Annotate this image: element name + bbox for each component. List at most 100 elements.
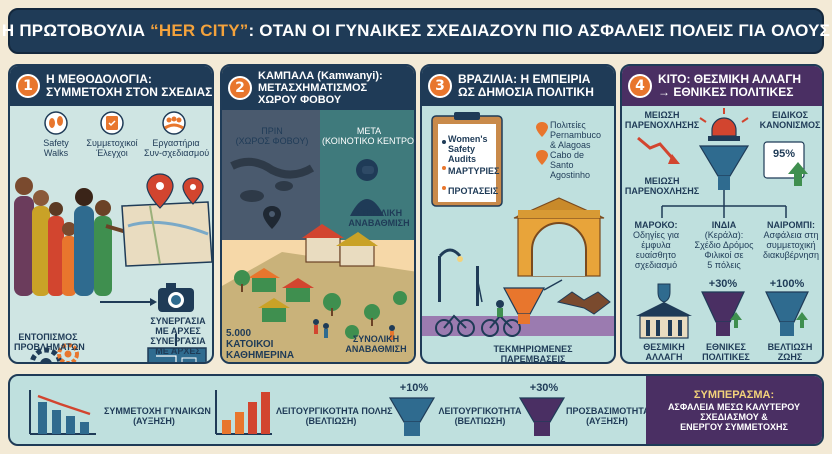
- panel-title: ΚΙΤΟ: ΘΕΣΜΙΚΗ ΑΛΛΑΓΗ → ΕΘΝΙΚΕΣ ΠΟΛΙΤΙΚΕΣ: [658, 73, 801, 99]
- conclusion-title: ΣΥΜΠΕΡΑΣΜΑ:: [693, 388, 775, 401]
- conclusion-line: ΑΣΦΑΛΕΙΑ ΜΕΣΩ ΚΑΛΥΤΕΡΟΥ: [667, 401, 801, 412]
- panel-title: ΚΑΜΠΑΛΑ (Kamwanyi): ΜΕΤΑΣΧΗΜΑΤΙΣΜΟΣ ΧΩΡΟ…: [258, 70, 383, 106]
- panel-title: Η ΜΕΘΟΔΟΛΟΓΙΑ: ΣΥΜΜΕΤΟΧΗ ΣΤΟΝ ΣΧΕΔΙΑΣΜΟ: [46, 72, 214, 99]
- metric-city-functionality: ΛΕΙΤΟΥΡΓΙΚΟΤΗΤΑ ΠΟΛΗΣ(ΒΕΛΤΙΩΣΗ): [276, 406, 393, 426]
- trend-down-icon: [637, 136, 680, 164]
- percent-plus-30: +30%: [708, 278, 738, 290]
- panel-number-badge: 1: [16, 74, 40, 98]
- trees-icon: [234, 270, 407, 339]
- bar-chart-up-icon: [215, 390, 272, 435]
- panel-header: 2 ΚΑΜΠΑΛΑ (Kamwanyi): ΜΕΤΑΣΧΗΜΑΤΙΣΜΟΣ ΧΩ…: [222, 66, 414, 110]
- percent-plus-100: +100%: [769, 278, 805, 290]
- footprints-icon: [44, 111, 68, 135]
- metrics-illustration: [29, 390, 566, 436]
- funnel-icon: [518, 397, 566, 436]
- flow-arrow: [477, 281, 483, 303]
- distressed-person-icon: [350, 159, 384, 216]
- location-pin-icon: [146, 173, 204, 209]
- title-highlight: “HER CITY”: [150, 21, 249, 40]
- panel-header: 1 Η ΜΕΘΟΔΟΛΟΓΙΑ: ΣΥΜΜΕΤΟΧΗ ΣΤΟΝ ΣΧΕΔΙΑΣΜ…: [10, 66, 212, 106]
- metric-women-participation: ΣΥΜΜΕΤΟΧΗ ΓΥΝΑΙΚΩΝ(ΑΥΞΗΣΗ): [104, 406, 211, 426]
- funnel-icon: [765, 291, 809, 336]
- group-icon: [162, 111, 186, 135]
- panel-number-badge: 3: [428, 74, 452, 98]
- funnel-icon: [388, 397, 436, 436]
- panel-number-badge: 4: [628, 74, 652, 98]
- shield-building-icon: [636, 283, 692, 339]
- regulation-percent: 95%: [772, 148, 796, 160]
- panel-title-line: Η ΜΕΘΟΔΟΛΟΓΙΑ:: [46, 72, 152, 86]
- funnel-icon: [701, 291, 745, 336]
- page-title: Η ΠΡΩΤΟΒΟΥΛΙΑ “HER CITY”: ΟΤΑΝ ΟΙ ΓΥΝΑΙΚ…: [2, 21, 830, 41]
- brazil-illustration: [422, 112, 614, 337]
- panel-title-line: ΜΕΤΑΣΧΗΜΑΤΙΣΜΟΣ: [258, 82, 368, 94]
- panel-title-line: ΩΣ ΔΗΜΟΣΙΑ ΠΟΛΙΤΙΚΗ: [458, 85, 594, 99]
- panel-title-line: ΚΑΜΠΑΛΑ (Kamwanyi):: [258, 70, 383, 82]
- arch-gate-icon: [513, 197, 605, 277]
- panel-header: 4 ΚΙΤΟ: ΘΕΣΜΙΚΗ ΑΛΛΑΓΗ → ΕΘΝΙΚΕΣ ΠΟΛΙΤΙΚ…: [622, 66, 822, 106]
- methodology-illustration: [14, 111, 212, 362]
- after-label: ΜΕΤΑ(ΚΟΙΝΟΤΙΚΟ ΚΕΝΤΡΟ): [322, 126, 416, 146]
- street-lamp-icon: [438, 248, 479, 306]
- siren-icon: [699, 108, 749, 141]
- clipboard-icon: [431, 112, 503, 207]
- market-icon: [248, 224, 378, 322]
- panel-title-line: ΣΥΜΜΕΤΟΧΗ ΣΤΟΝ ΣΧΕΔΙΑΣΜΟ: [46, 85, 214, 99]
- location-pin-icon: [263, 206, 281, 229]
- title-prefix: Η ΠΡΩΤΟΒΟΥΛΙΑ: [1, 21, 151, 40]
- clipboard-testimonies: ΜΑΡΤΥΡΙΕΣ: [448, 166, 500, 176]
- panel-kampala: 2 ΚΑΜΠΑΛΑ (Kamwanyi): ΜΕΤΑΣΧΗΜΑΤΙΣΜΟΣ ΧΩ…: [220, 64, 416, 364]
- clipboard-check-icon: [100, 111, 124, 135]
- title-suffix: : ΟΤΑΝ ΟΙ ΓΥΝΑΙΚΕΣ ΣΧΕΔΙΑΖΟΥΝ ΠΙΟ ΑΣΦΑΛΕ…: [248, 21, 831, 40]
- people-icon: [313, 319, 395, 340]
- metric-percent-plus-30: +30%: [529, 382, 559, 394]
- funnel-icon: [698, 145, 750, 190]
- clipboard-proposals: ΠΡΟΤΑΣΕΙΣ: [448, 186, 499, 196]
- panel-methodology: 1 Η ΜΕΘΟΔΟΛΟΓΙΑ: ΣΥΜΜΕΤΟΧΗ ΣΤΟΝ ΣΧΕΔΙΑΣΜ…: [8, 64, 214, 364]
- location-pin-icon: [536, 122, 548, 165]
- kampala-illustration: [222, 110, 414, 362]
- bicycle-icon: [435, 300, 521, 337]
- panel-title-line: ΚΙΤΟ: ΘΕΣΜΙΚΗ ΑΛΛΑΓΗ: [658, 72, 802, 86]
- map-board: [121, 201, 212, 267]
- panel-title-line: → ΕΘΝΙΚΕΣ ΠΟΛΙΤΙΚΕΣ: [658, 85, 794, 99]
- bar-chart-down-icon: [29, 390, 96, 435]
- blueprint-icon: [147, 347, 207, 362]
- flow-arrow-head: [150, 298, 157, 306]
- panel-quito: 4 ΚΙΤΟ: ΘΕΣΜΙΚΗ ΑΛΛΑΓΗ → ΕΘΝΙΚΕΣ ΠΟΛΙΤΙΚ…: [620, 64, 824, 364]
- panel-header: 3 ΒΡΑΖΙΛΙΑ: Η ΕΜΠΕΙΡΙΑ ΩΣ ΔΗΜΟΣΙΑ ΠΟΛΙΤΙ…: [422, 66, 614, 106]
- panel-title-line: ΒΡΑΖΙΛΙΑ: Η ΕΜΠΕΙΡΙΑ: [458, 72, 591, 86]
- panel-number-badge: 2: [228, 76, 252, 100]
- gears-icon: [29, 343, 79, 362]
- panel-title-line: ΧΩΡΟΥ ΦΟΒΟΥ: [258, 94, 342, 106]
- panel-title: ΒΡΑΖΙΛΙΑ: Η ΕΜΠΕΙΡΙΑ ΩΣ ΔΗΜΟΣΙΑ ΠΟΛΙΤΙΚΗ: [458, 73, 594, 99]
- metric-functionality: ΛΕΙΤΟΥΡΓΙΚΟΤΗΤΑ(ΒΕΛΤΙΩΣΗ): [438, 406, 522, 426]
- arrow-up-icon: [788, 162, 808, 186]
- quito-illustration: [636, 108, 809, 339]
- handshake-icon: [556, 291, 611, 315]
- title-bar: Η ΠΡΩΤΟΒΟΥΛΙΑ “HER CITY”: ΟΤΑΝ ΟΙ ΓΥΝΑΙΚ…: [2, 8, 830, 54]
- conclusion-line: ΕΝΕΡΓΟΥ ΣΥΜΜΕΤΟΧΗΣ: [680, 421, 788, 432]
- funnel-icon: [502, 287, 546, 324]
